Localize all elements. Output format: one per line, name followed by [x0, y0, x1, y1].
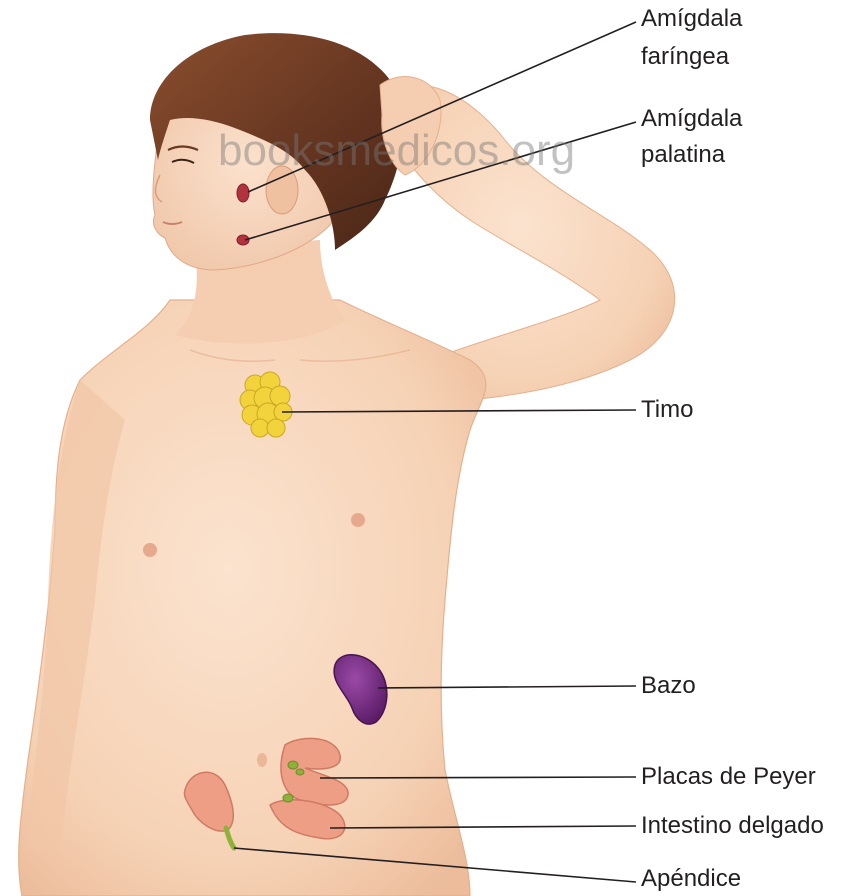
label-placas-de-peyer: Placas de Peyer	[641, 760, 816, 794]
pharyngeal-tonsil	[237, 184, 249, 202]
label-amigdala-palatina-line2: palatina	[641, 138, 725, 172]
navel	[257, 753, 267, 767]
watermark: booksmedicos.org	[218, 126, 575, 176]
label-timo: Timo	[641, 393, 693, 427]
label-amigdala-faringea-line1: Amígdala	[641, 2, 742, 36]
label-amigdala-palatina-line1: Amígdala	[641, 102, 742, 136]
nipple-right	[351, 513, 365, 527]
nipple-left	[143, 543, 157, 557]
label-bazo: Bazo	[641, 669, 696, 703]
leader-placas-de-peyer	[320, 777, 636, 778]
label-intestino-delgado: Intestino delgado	[641, 809, 824, 843]
label-amigdala-faringea-line2: faríngea	[641, 40, 729, 74]
label-apendice: Apéndice	[641, 862, 741, 896]
